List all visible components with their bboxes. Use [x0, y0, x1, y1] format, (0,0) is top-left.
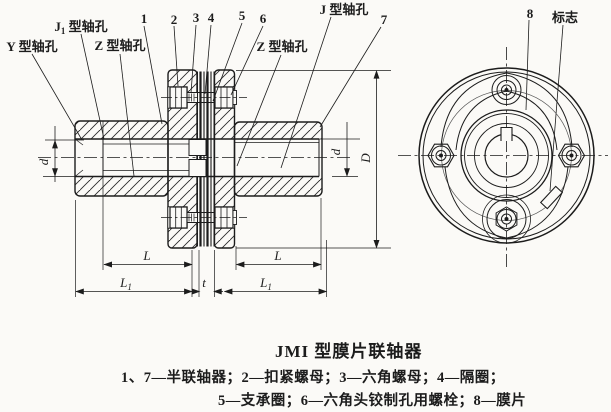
top-bolt-assembly [161, 86, 247, 109]
dim-label-L-right: L [273, 248, 281, 263]
bolt-top [491, 75, 522, 105]
keyway [500, 126, 513, 141]
text-labels: Y 型轴孔 J1 型轴孔 Z 型轴孔 1 2 3 4 5 6 J 型轴孔 Z 型… [6, 2, 578, 292]
center-spacer-rings [188, 139, 207, 177]
label-z-hole-left: Z 型轴孔 [95, 38, 146, 53]
part-number-1: 1 [141, 11, 148, 26]
dim-L-left [104, 261, 192, 268]
part-number-6: 6 [260, 11, 267, 26]
dim-L1-left [75, 288, 192, 295]
part-number-3: 3 [193, 10, 200, 25]
parts-list-line-2: 5—支承圈；6—六角头铰制孔用螺栓；8—膜片 [218, 393, 527, 409]
id-mark [539, 185, 564, 210]
label-j1-hole: J1 型轴孔 [54, 19, 107, 36]
hub-circles [460, 109, 553, 202]
dim-label-L-left: L [142, 248, 150, 263]
part-number-5: 5 [239, 8, 246, 23]
label-z-hole-right: Z 型轴孔 [257, 39, 308, 54]
extension-lines [75, 121, 327, 297]
dim-label-d-right: d [328, 148, 343, 155]
dim-label-D: D [358, 153, 373, 164]
dim-d-right [319, 122, 360, 177]
dim-L1-right [224, 288, 327, 295]
label-y-hole: Y 型轴孔 [6, 39, 57, 54]
bolt-right [557, 143, 586, 168]
label-mark: 标志 [551, 10, 578, 25]
part-number-2: 2 [171, 12, 178, 27]
dim-label-t: t [202, 275, 206, 290]
cross-section-view [38, 69, 353, 249]
dim-label-d-left: d [36, 158, 51, 165]
dim-label-L1-right: L1 [259, 275, 272, 292]
figure-title: JMI 型膜片联轴器 [275, 342, 423, 361]
bolt-left [427, 143, 455, 168]
part-number-7: 7 [381, 12, 388, 27]
parts-list-line-1: 1、7—半联轴器；2—扣紧螺母；3—六角螺母；4—隔圈； [121, 370, 505, 386]
dim-d-left [43, 126, 84, 182]
dim-t [191, 288, 223, 295]
end-view [398, 47, 608, 267]
dim-L-right [236, 261, 321, 268]
bolt-bottom [482, 194, 531, 244]
part-number-8: 8 [527, 6, 534, 21]
bottom-bolt-assembly [161, 206, 247, 229]
part-number-4: 4 [208, 10, 215, 25]
dim-label-L1-left: L1 [119, 275, 132, 292]
dimensions [43, 70, 391, 297]
label-j-hole: J 型轴孔 [320, 2, 369, 17]
leader-lines [31, 16, 564, 192]
